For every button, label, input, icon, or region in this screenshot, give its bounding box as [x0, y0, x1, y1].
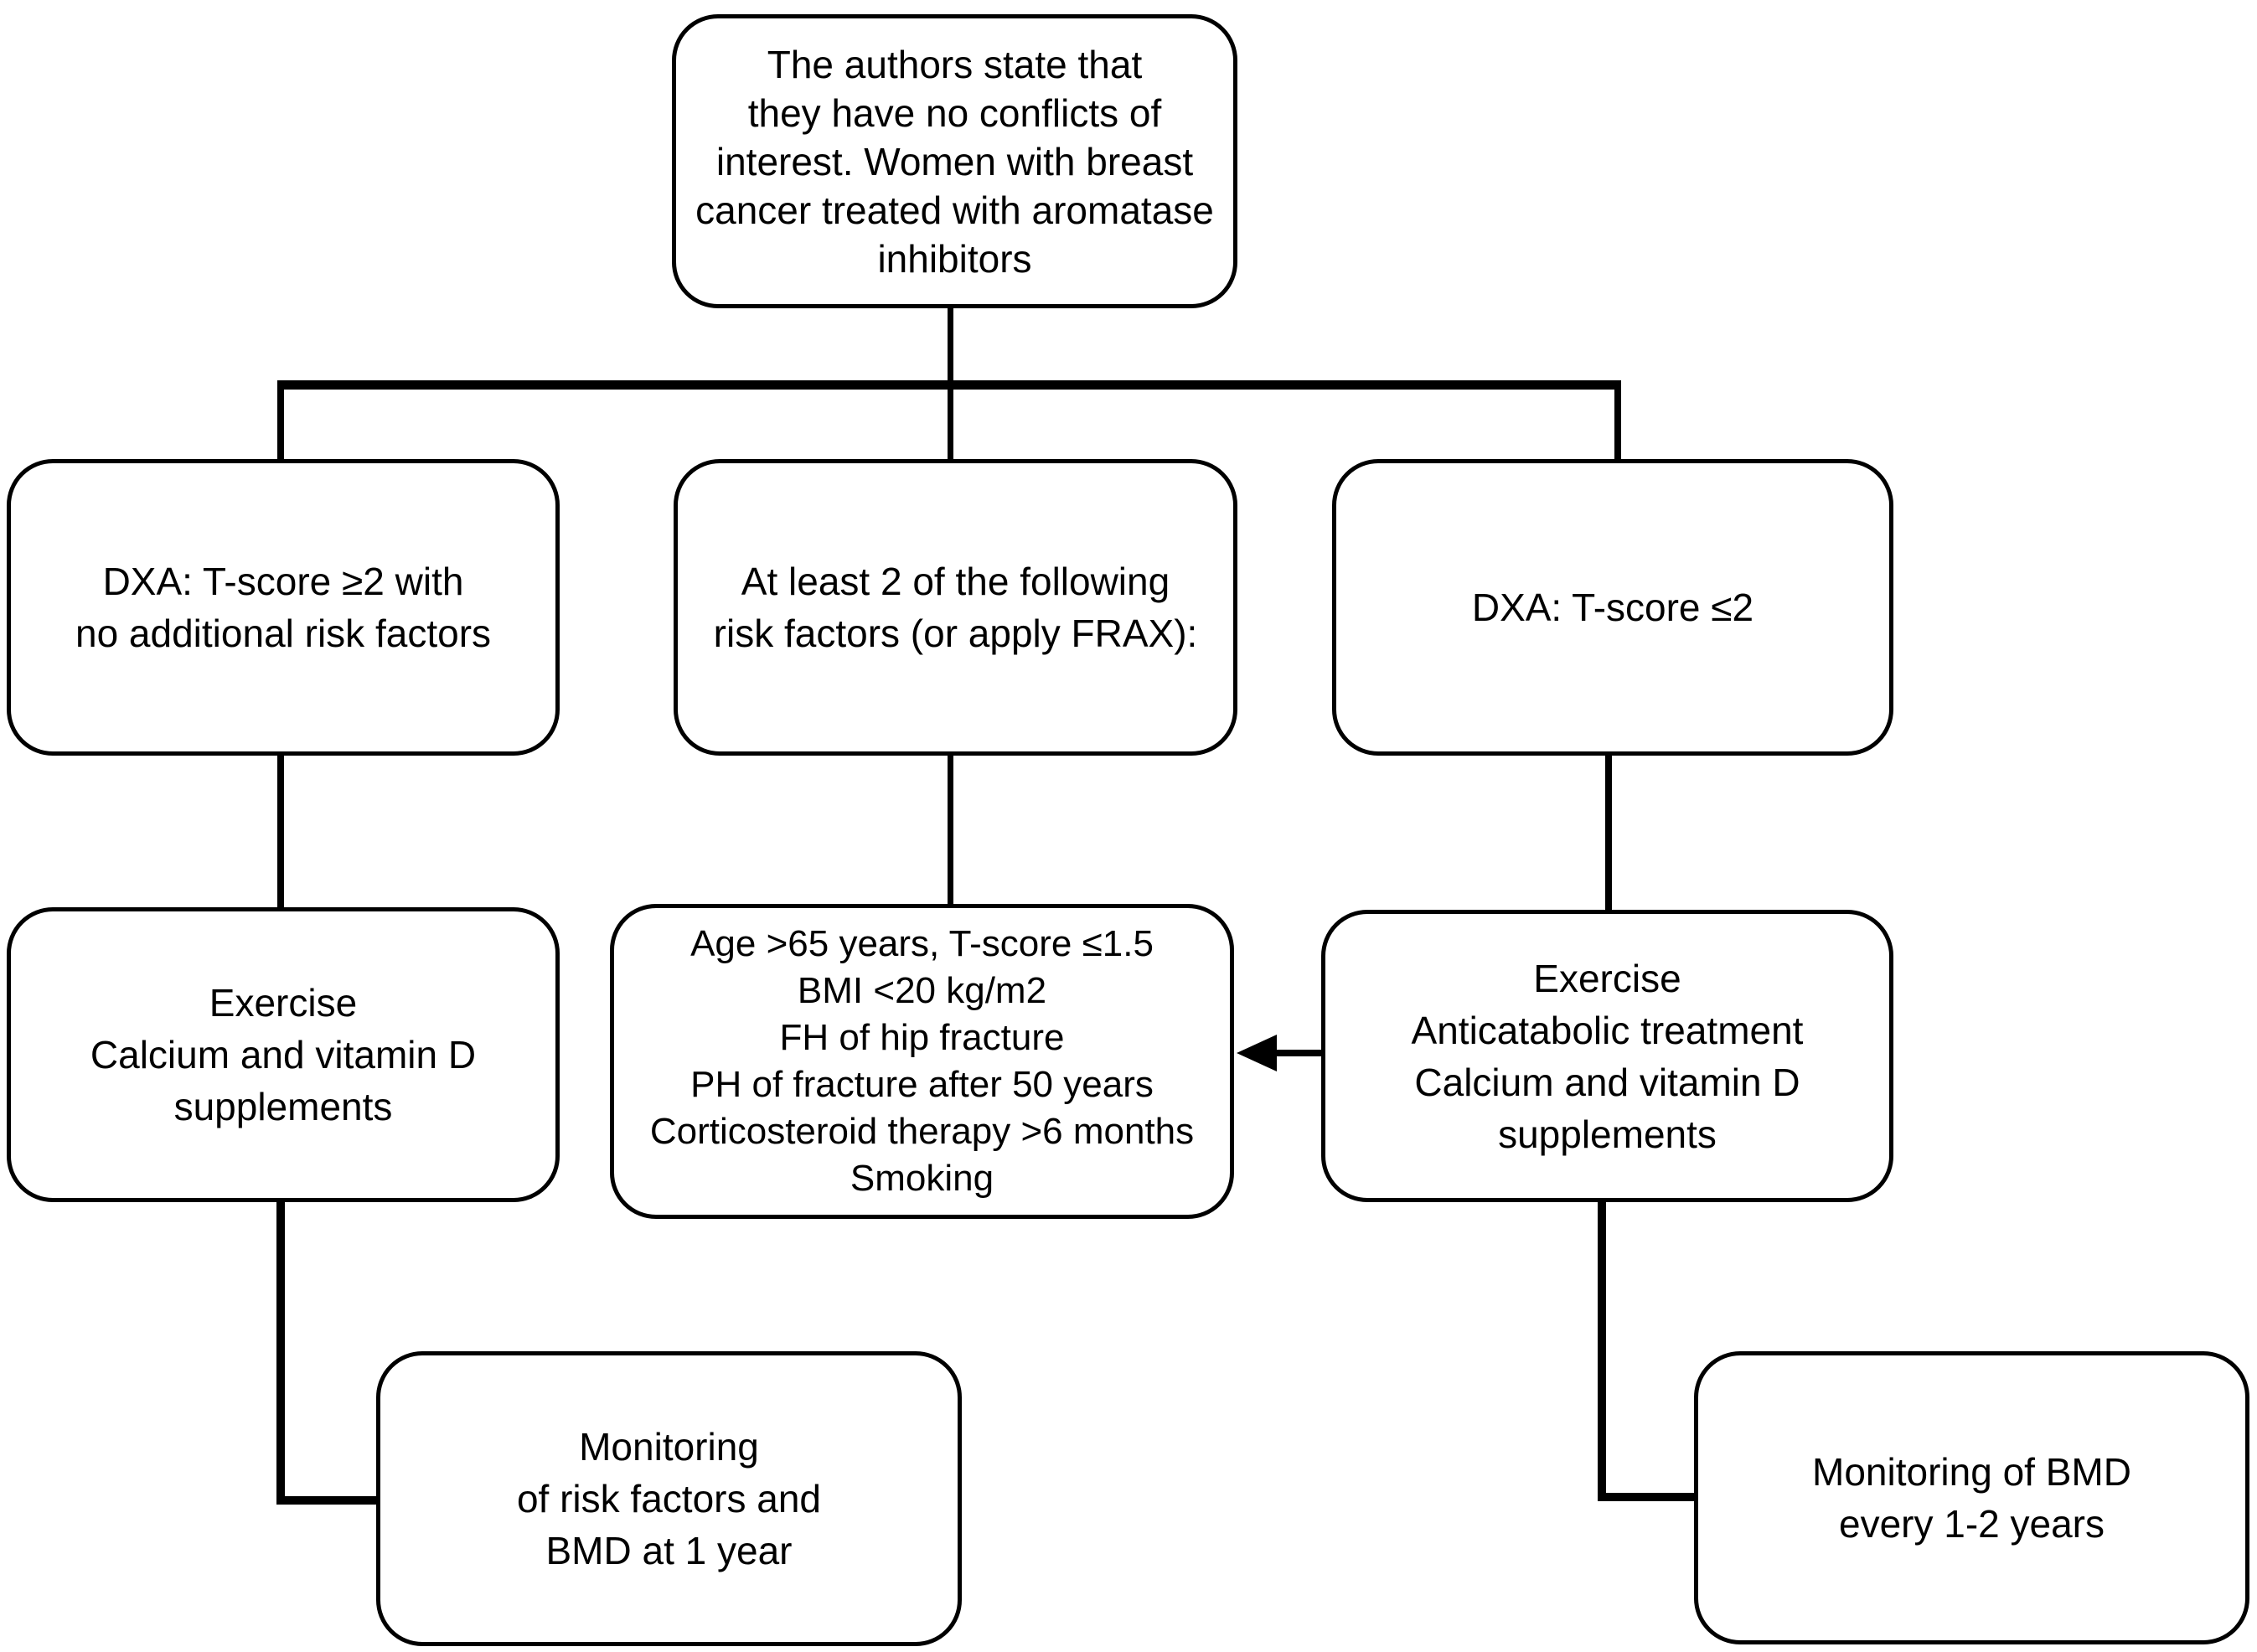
connector-right-elbow-horizontal [1598, 1493, 1698, 1501]
text-line: Corticosteroid therapy >6 months [649, 1111, 1195, 1152]
box-monitoring-risk-factors: Monitoring of risk factors and BMD at 1 … [376, 1351, 962, 1646]
text-line: every 1-2 years [1838, 1502, 2105, 1546]
connector-branch-right-vertical [1614, 380, 1621, 461]
arrowhead-left-icon [1237, 1035, 1277, 1071]
text-line: At least 2 of the following [741, 560, 1170, 603]
box-dxa-tscore-low-text: DXA: T-score ≤2 [1336, 581, 1889, 633]
box-conflicts-statement: The authors state that they have no conf… [672, 14, 1237, 308]
text-line: cancer treated with aromatase [695, 188, 1214, 232]
box-monitoring-bmd-text: Monitoring of BMD every 1-2 years [1698, 1446, 2245, 1550]
text-line: no additional risk factors [75, 612, 492, 655]
text-line: Exercise [209, 981, 358, 1025]
connector-right-elbow-vertical [1598, 1198, 1606, 1501]
text-line: Exercise [1533, 956, 1681, 1000]
connector-middle-row2-row3 [948, 753, 953, 907]
box-monitoring-risk-factors-text: Monitoring of risk factors and BMD at 1 … [380, 1421, 958, 1577]
connector-left-elbow-vertical [276, 1198, 285, 1505]
box-risk-factors-header-text: At least 2 of the following risk factors… [678, 555, 1233, 659]
text-line: Smoking [850, 1158, 994, 1199]
text-line: DXA: T-score ≥2 with [102, 560, 464, 603]
text-line: PH of fracture after 50 years [690, 1064, 1154, 1105]
text-line: supplements [1498, 1112, 1717, 1156]
box-risk-factor-list: Age >65 years, T-score ≤1.5 BMI <20 kg/m… [610, 904, 1234, 1219]
arrow-stem-to-risk-list [1267, 1050, 1324, 1056]
connector-left-row2-row3 [277, 753, 284, 911]
text-line: Anticatabolic treatment [1411, 1008, 1804, 1052]
text-line: of risk factors and [516, 1477, 822, 1520]
box-risk-factors-header: At least 2 of the following risk factors… [674, 459, 1237, 756]
text-line: Monitoring of BMD [1812, 1450, 2131, 1494]
box-exercise-supplements: Exercise Calcium and vitamin D supplemen… [7, 907, 560, 1202]
text-line: risk factors (or apply FRAX): [713, 612, 1198, 655]
box-exercise-supplements-text: Exercise Calcium and vitamin D supplemen… [11, 977, 555, 1133]
text-line: DXA: T-score ≤2 [1471, 586, 1754, 629]
text-line: Calcium and vitamin D [90, 1033, 477, 1076]
box-exercise-anticatabolic: Exercise Anticatabolic treatment Calcium… [1321, 910, 1893, 1202]
box-exercise-anticatabolic-text: Exercise Anticatabolic treatment Calcium… [1325, 952, 1889, 1160]
text-line: BMI <20 kg/m2 [797, 970, 1047, 1011]
text-line: interest. Women with breast [715, 139, 1194, 183]
text-line: BMD at 1 year [545, 1529, 793, 1572]
box-risk-factor-list-text: Age >65 years, T-score ≤1.5 BMI <20 kg/m… [614, 921, 1230, 1202]
box-dxa-tscore-low: DXA: T-score ≤2 [1332, 459, 1893, 756]
connector-branch-horizontal [277, 380, 1621, 390]
box-dxa-tscore-high-text: DXA: T-score ≥2 with no additional risk … [11, 555, 555, 659]
text-line: they have no conflicts of [747, 90, 1162, 135]
text-line: Age >65 years, T-score ≤1.5 [690, 923, 1154, 964]
text-line: FH of hip fracture [779, 1017, 1065, 1058]
connector-left-elbow-horizontal [276, 1496, 381, 1505]
connector-branch-left-vertical [277, 380, 284, 461]
text-line: Calcium and vitamin D [1414, 1060, 1800, 1104]
connector-right-row2-row3 [1605, 753, 1612, 913]
box-dxa-tscore-high: DXA: T-score ≥2 with no additional risk … [7, 459, 560, 756]
text-line: inhibitors [877, 236, 1032, 281]
box-conflicts-text: The authors state that they have no conf… [676, 40, 1233, 283]
text-line: The authors state that [767, 42, 1143, 86]
box-monitoring-bmd: Monitoring of BMD every 1-2 years [1694, 1351, 2249, 1644]
text-line: Monitoring [579, 1425, 759, 1469]
text-line: supplements [173, 1085, 393, 1128]
